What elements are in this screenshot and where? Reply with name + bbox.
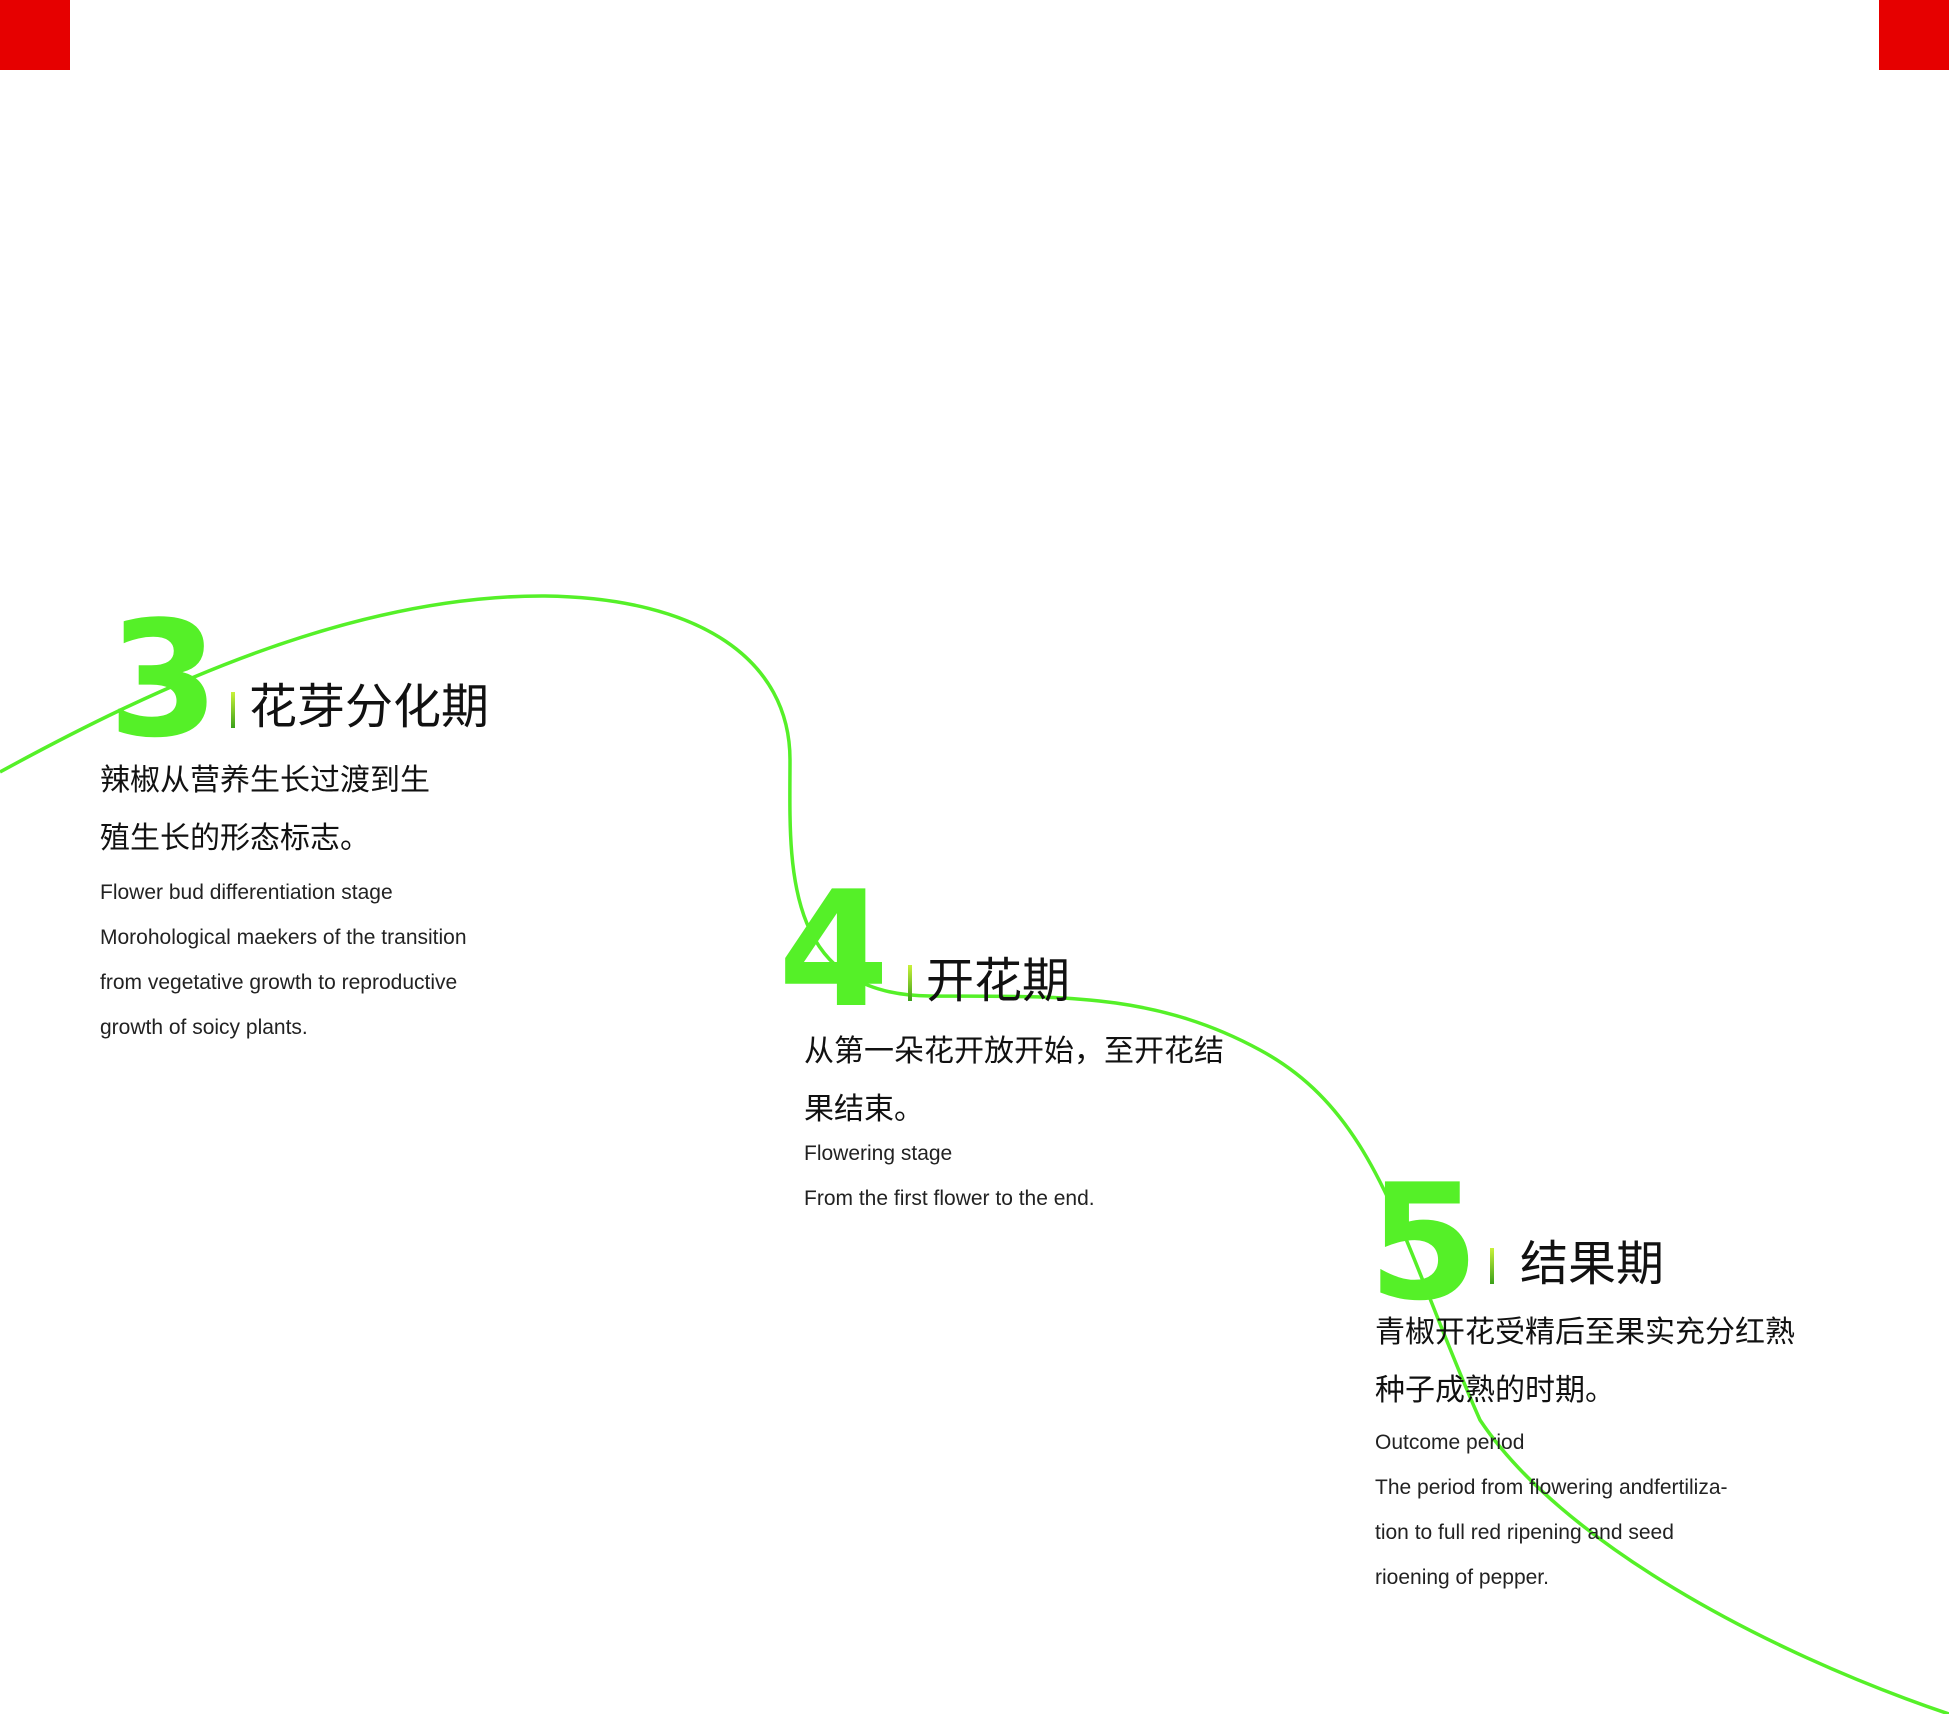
title-divider-bar	[231, 692, 235, 728]
description-en-line: Flowering stage	[804, 1142, 953, 1165]
description-en-line: Flower bud differentiation stage	[100, 881, 393, 904]
description-cn-line: 青椒开花受精后至果实充分红熟	[1375, 1315, 1795, 1350]
description-cn-line: 殖生长的形态标志。	[100, 821, 370, 856]
corner-decoration-left	[0, 0, 70, 70]
stage-title: 结果期	[1520, 1236, 1665, 1292]
description-en-line: tion to full red ripening and seed	[1375, 1521, 1674, 1544]
stage-number: 4	[778, 856, 889, 1043]
stage-title: 花芽分化期	[249, 679, 490, 735]
description-en-line: Outcome period	[1375, 1431, 1525, 1454]
description-en-line: From the first flower to the end.	[804, 1187, 1095, 1210]
stage-number: 3	[108, 586, 219, 773]
stage-description-en: Flowering stage From the first flower to…	[804, 1131, 1095, 1221]
description-cn-line: 辣椒从营养生长过渡到生	[100, 763, 430, 798]
title-divider-bar	[1490, 1248, 1494, 1284]
description-en-line: growth of soicy plants.	[100, 1016, 308, 1039]
description-en-line: The period from flowering andfertiliza-	[1375, 1476, 1728, 1499]
timeline-path	[0, 594, 1949, 1714]
title-divider-bar	[908, 965, 912, 1001]
description-en-line: Morohological maekers of the transition	[100, 926, 467, 949]
description-en-line: rioening of pepper.	[1375, 1566, 1549, 1589]
description-cn-line: 果结束。	[804, 1092, 924, 1127]
description-cn-line: 种子成熟的时期。	[1375, 1373, 1615, 1408]
description-cn-line: 从第一朵花开放开始，至开花结	[804, 1034, 1224, 1069]
corner-decoration-right	[1879, 0, 1949, 70]
stage-description-cn: 青椒开花受精后至果实充分红熟 种子成熟的时期。	[1375, 1304, 1795, 1420]
stage-number: 5	[1368, 1149, 1479, 1336]
stage-description-en: Outcome period The period from flowering…	[1375, 1420, 1728, 1600]
stage-description-cn: 辣椒从营养生长过渡到生 殖生长的形态标志。	[100, 752, 430, 868]
stage-title: 开花期	[926, 953, 1071, 1009]
stage-description-en: Flower bud differentiation stage Morohol…	[100, 870, 467, 1050]
stage-description-cn: 从第一朵花开放开始，至开花结 果结束。	[804, 1023, 1224, 1139]
description-en-line: from vegetative growth to reproductive	[100, 971, 458, 994]
